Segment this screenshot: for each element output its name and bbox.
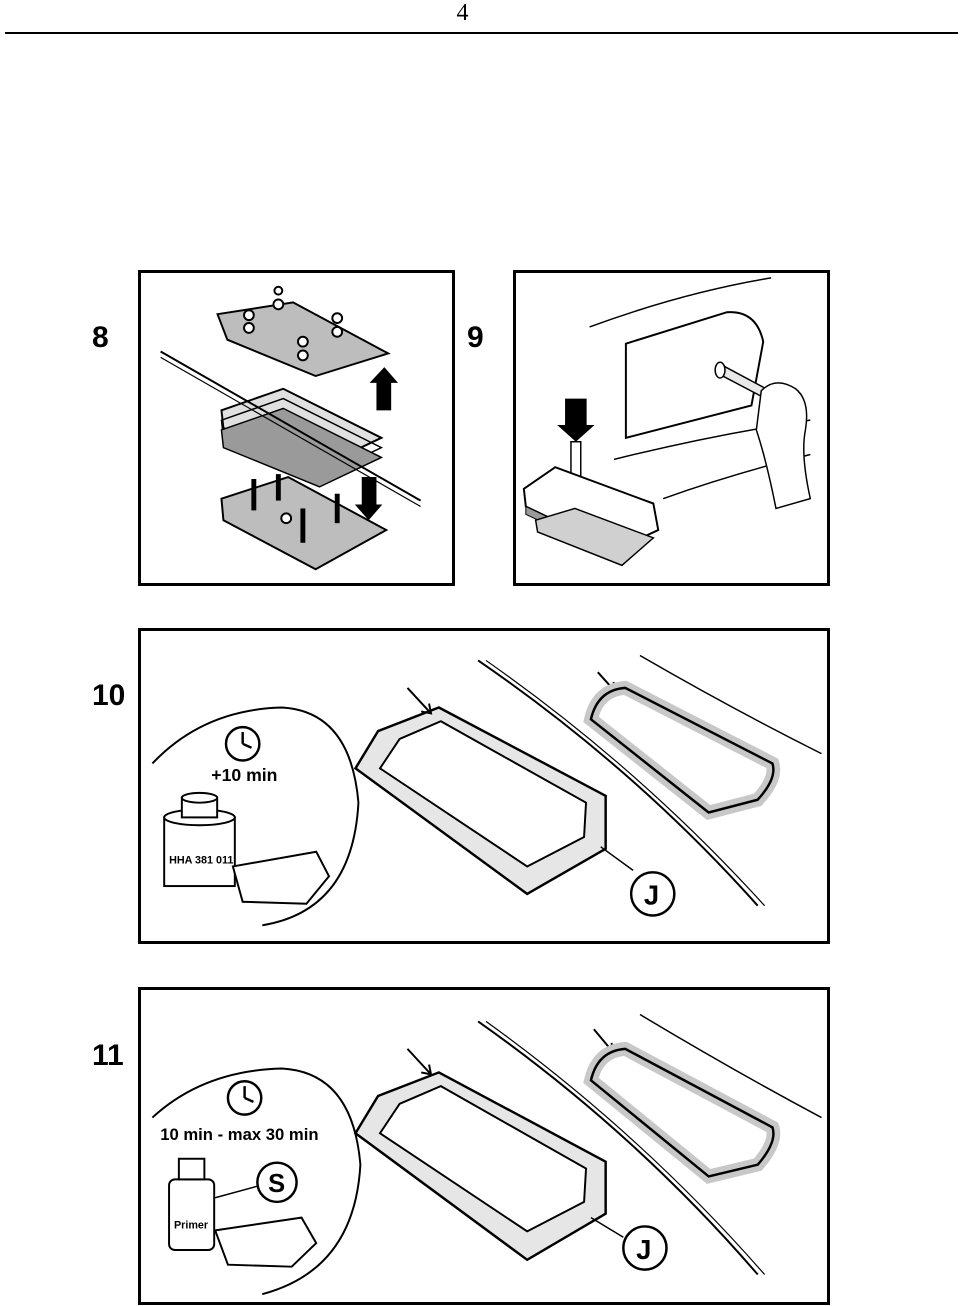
figure-8-panel (138, 270, 455, 586)
arrow-icon (406, 1048, 432, 1076)
can-label: HHA 381 011 (169, 855, 233, 867)
figure-9-panel (513, 270, 830, 586)
figure-8-illustration (160, 285, 422, 571)
callout-j-11: J (636, 1234, 651, 1265)
figure-11-panel: 10 min - max 30 min Primer S J (138, 987, 830, 1305)
clock-icon (226, 1080, 263, 1116)
callout-s-11: S (268, 1170, 285, 1198)
step-label-9: 9 (467, 321, 484, 354)
figure-10-illustration: +10 min HHA 381 011 J (151, 654, 822, 927)
page-number: 4 (456, 0, 469, 26)
step-label-8: 8 (92, 321, 109, 354)
callout-j-10: J (644, 880, 659, 911)
arrow-icon (406, 687, 432, 715)
step-label-10: 10 (92, 679, 126, 712)
header-rule (5, 32, 958, 34)
figure-10-panel: +10 min HHA 381 011 J (138, 628, 830, 944)
step-label-11: 11 (92, 1039, 124, 1072)
figure-9-illustration (522, 277, 812, 567)
clock-icon (224, 725, 261, 762)
time-label-10: +10 min (211, 765, 277, 785)
bottle-label: Primer (174, 1219, 209, 1231)
time-label-11: 10 min - max 30 min (160, 1125, 318, 1144)
figure-11-illustration: 10 min - max 30 min Primer S J (151, 1013, 822, 1296)
